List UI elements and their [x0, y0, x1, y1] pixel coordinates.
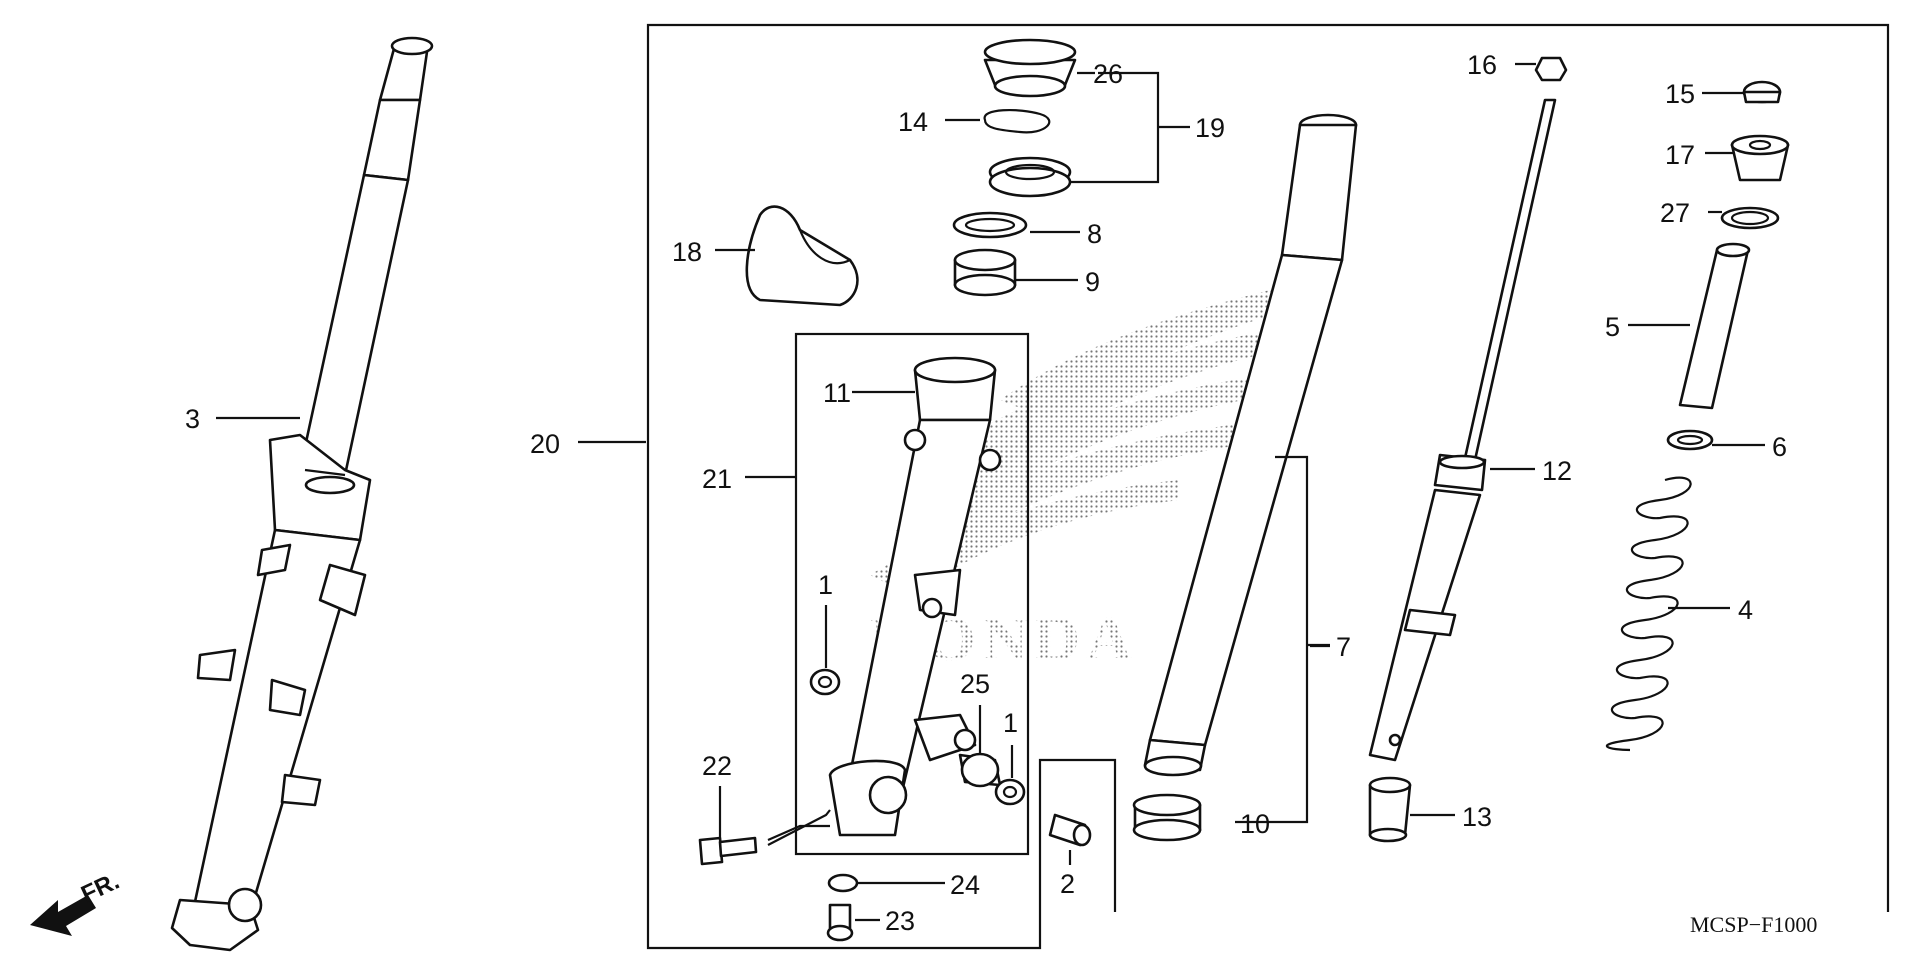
callout-16: 16 — [1467, 50, 1497, 80]
callout-8: 8 — [1087, 219, 1102, 249]
callout-22: 22 — [702, 751, 732, 781]
leader-lines — [216, 62, 1765, 922]
callout-18: 18 — [672, 237, 702, 267]
fork-assembly-3 — [170, 36, 434, 952]
callout-12: 12 — [1542, 456, 1572, 486]
callout-27: 27 — [1660, 198, 1690, 228]
callout-17: 17 — [1665, 140, 1695, 170]
spacer-collar-5 — [1678, 242, 1751, 410]
diagram-code: MCSP−F1000 — [1690, 912, 1817, 937]
collar-25 — [958, 752, 1002, 788]
spring-seat-6 — [1666, 429, 1714, 451]
callout-4: 4 — [1738, 595, 1753, 625]
bolt-22 — [698, 836, 758, 866]
callout-3: 3 — [185, 404, 200, 434]
fork-pipe-7 — [1143, 113, 1358, 777]
callout-20: 20 — [530, 429, 560, 459]
slider-bushing-9 — [953, 248, 1017, 297]
fork-damper-12 — [1368, 98, 1557, 762]
callout-13: 13 — [1462, 802, 1492, 832]
callout-7: 7 — [1336, 632, 1351, 662]
callout-24: 24 — [950, 870, 980, 900]
washer-1b — [994, 778, 1026, 806]
fork-spring-4 — [1605, 476, 1692, 752]
callout-1a: 1 — [818, 570, 833, 600]
callout-9: 9 — [1085, 267, 1100, 297]
stopper-ring-14 — [983, 108, 1051, 134]
oil-lock-piece-13 — [1368, 776, 1412, 843]
dust-seal-19-ring — [988, 156, 1072, 198]
bottom-case-21 — [828, 356, 1002, 837]
back-up-ring-8 — [952, 211, 1028, 239]
washer-24 — [827, 873, 859, 893]
callout-25: 25 — [960, 669, 990, 699]
callout-1b: 1 — [1003, 708, 1018, 738]
callout-23: 23 — [885, 906, 915, 936]
callout-6: 6 — [1772, 432, 1787, 462]
nut-16 — [1534, 56, 1568, 82]
fork-bolt-17 — [1730, 134, 1790, 182]
callout-19: 19 — [1195, 113, 1225, 143]
callout-21: 21 — [702, 464, 732, 494]
fork-guard-18 — [745, 205, 859, 307]
callout-numbers: 3 26 19 14 8 9 18 20 11 21 1 25 1 22 2 2… — [185, 50, 1787, 936]
callout-26: 26 — [1093, 59, 1123, 89]
bolt-23 — [826, 903, 854, 942]
assembly-frame-20 — [646, 23, 1890, 950]
front-direction-arrow: FR. — [30, 868, 124, 936]
cap-15 — [1742, 80, 1782, 104]
slider-bushing-10 — [1132, 793, 1202, 842]
oil-seal-26 — [983, 38, 1077, 98]
callout-14: 14 — [898, 107, 928, 137]
callout-15: 15 — [1665, 79, 1695, 109]
callout-11: 11 — [823, 378, 851, 408]
assembly-frame-21 — [794, 332, 1030, 856]
washer-1a — [809, 668, 841, 696]
dowel-pin-2 — [1048, 813, 1092, 847]
callout-10: 10 — [1240, 809, 1270, 839]
o-ring-27 — [1720, 206, 1780, 230]
callout-5: 5 — [1605, 312, 1620, 342]
callout-2: 2 — [1060, 869, 1075, 899]
